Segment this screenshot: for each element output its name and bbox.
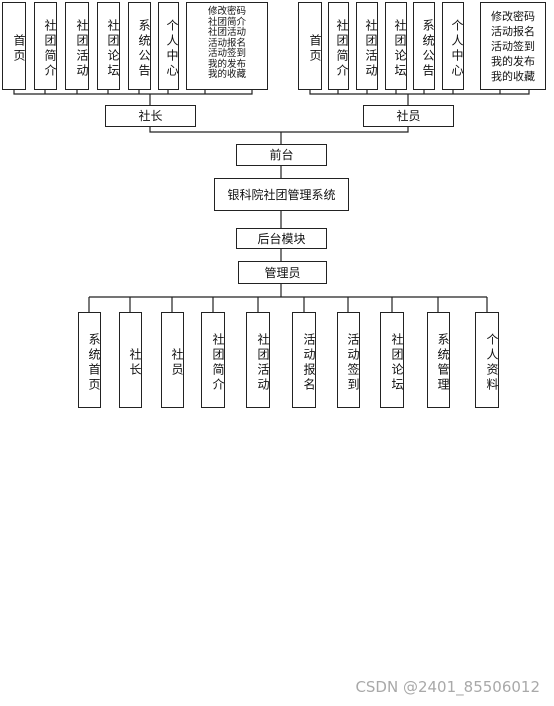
- tr-item-home: 首页: [298, 2, 322, 90]
- tl-item-club-intro: 社团简介: [34, 2, 57, 90]
- front-end-box: 前台: [236, 144, 327, 166]
- admin-item-activity-signup: 活动报名: [292, 312, 316, 408]
- tl-note-box: 修改密码 社团简介 社团活动 活动报名 活动签到 我的发布 我的收藏: [186, 2, 268, 90]
- tl-item-club-activity: 社团活动: [65, 2, 89, 90]
- role-president-box: 社长: [105, 105, 196, 127]
- tr-item-club-activity: 社团活动: [356, 2, 378, 90]
- system-title-box: 银科院社团管理系统: [214, 178, 349, 211]
- tl-item-club-forum: 社团论坛: [97, 2, 120, 90]
- admin-item-club-activity: 社团活动: [246, 312, 270, 408]
- tl-item-announcement: 系统公告: [128, 2, 151, 90]
- admin-item-member: 社员: [161, 312, 184, 408]
- tl-item-home: 首页: [2, 2, 26, 90]
- admin-item-system-management: 系统管理: [427, 312, 450, 408]
- tr-item-announcement: 系统公告: [413, 2, 435, 90]
- admin-item-personal-profile: 个人资料: [475, 312, 499, 408]
- tr-item-club-intro: 社团简介: [328, 2, 349, 90]
- admin-item-system-home: 系统首页: [78, 312, 101, 408]
- backend-module-box: 后台模块: [236, 228, 327, 249]
- tl-item-personal-center: 个人中心: [158, 2, 179, 90]
- tr-item-club-forum: 社团论坛: [385, 2, 407, 90]
- role-member-box: 社员: [363, 105, 454, 127]
- tr-note-box: 修改密码 活动报名 活动签到 我的发布 我的收藏: [480, 2, 546, 90]
- administrator-box: 管理员: [238, 261, 327, 284]
- admin-item-club-forum: 社团论坛: [380, 312, 404, 408]
- tr-item-personal-center: 个人中心: [442, 2, 464, 90]
- admin-item-president: 社长: [119, 312, 142, 408]
- csdn-watermark: CSDN @2401_85506012: [355, 678, 540, 696]
- admin-item-activity-checkin: 活动签到: [337, 312, 360, 408]
- admin-item-club-intro: 社团简介: [201, 312, 225, 408]
